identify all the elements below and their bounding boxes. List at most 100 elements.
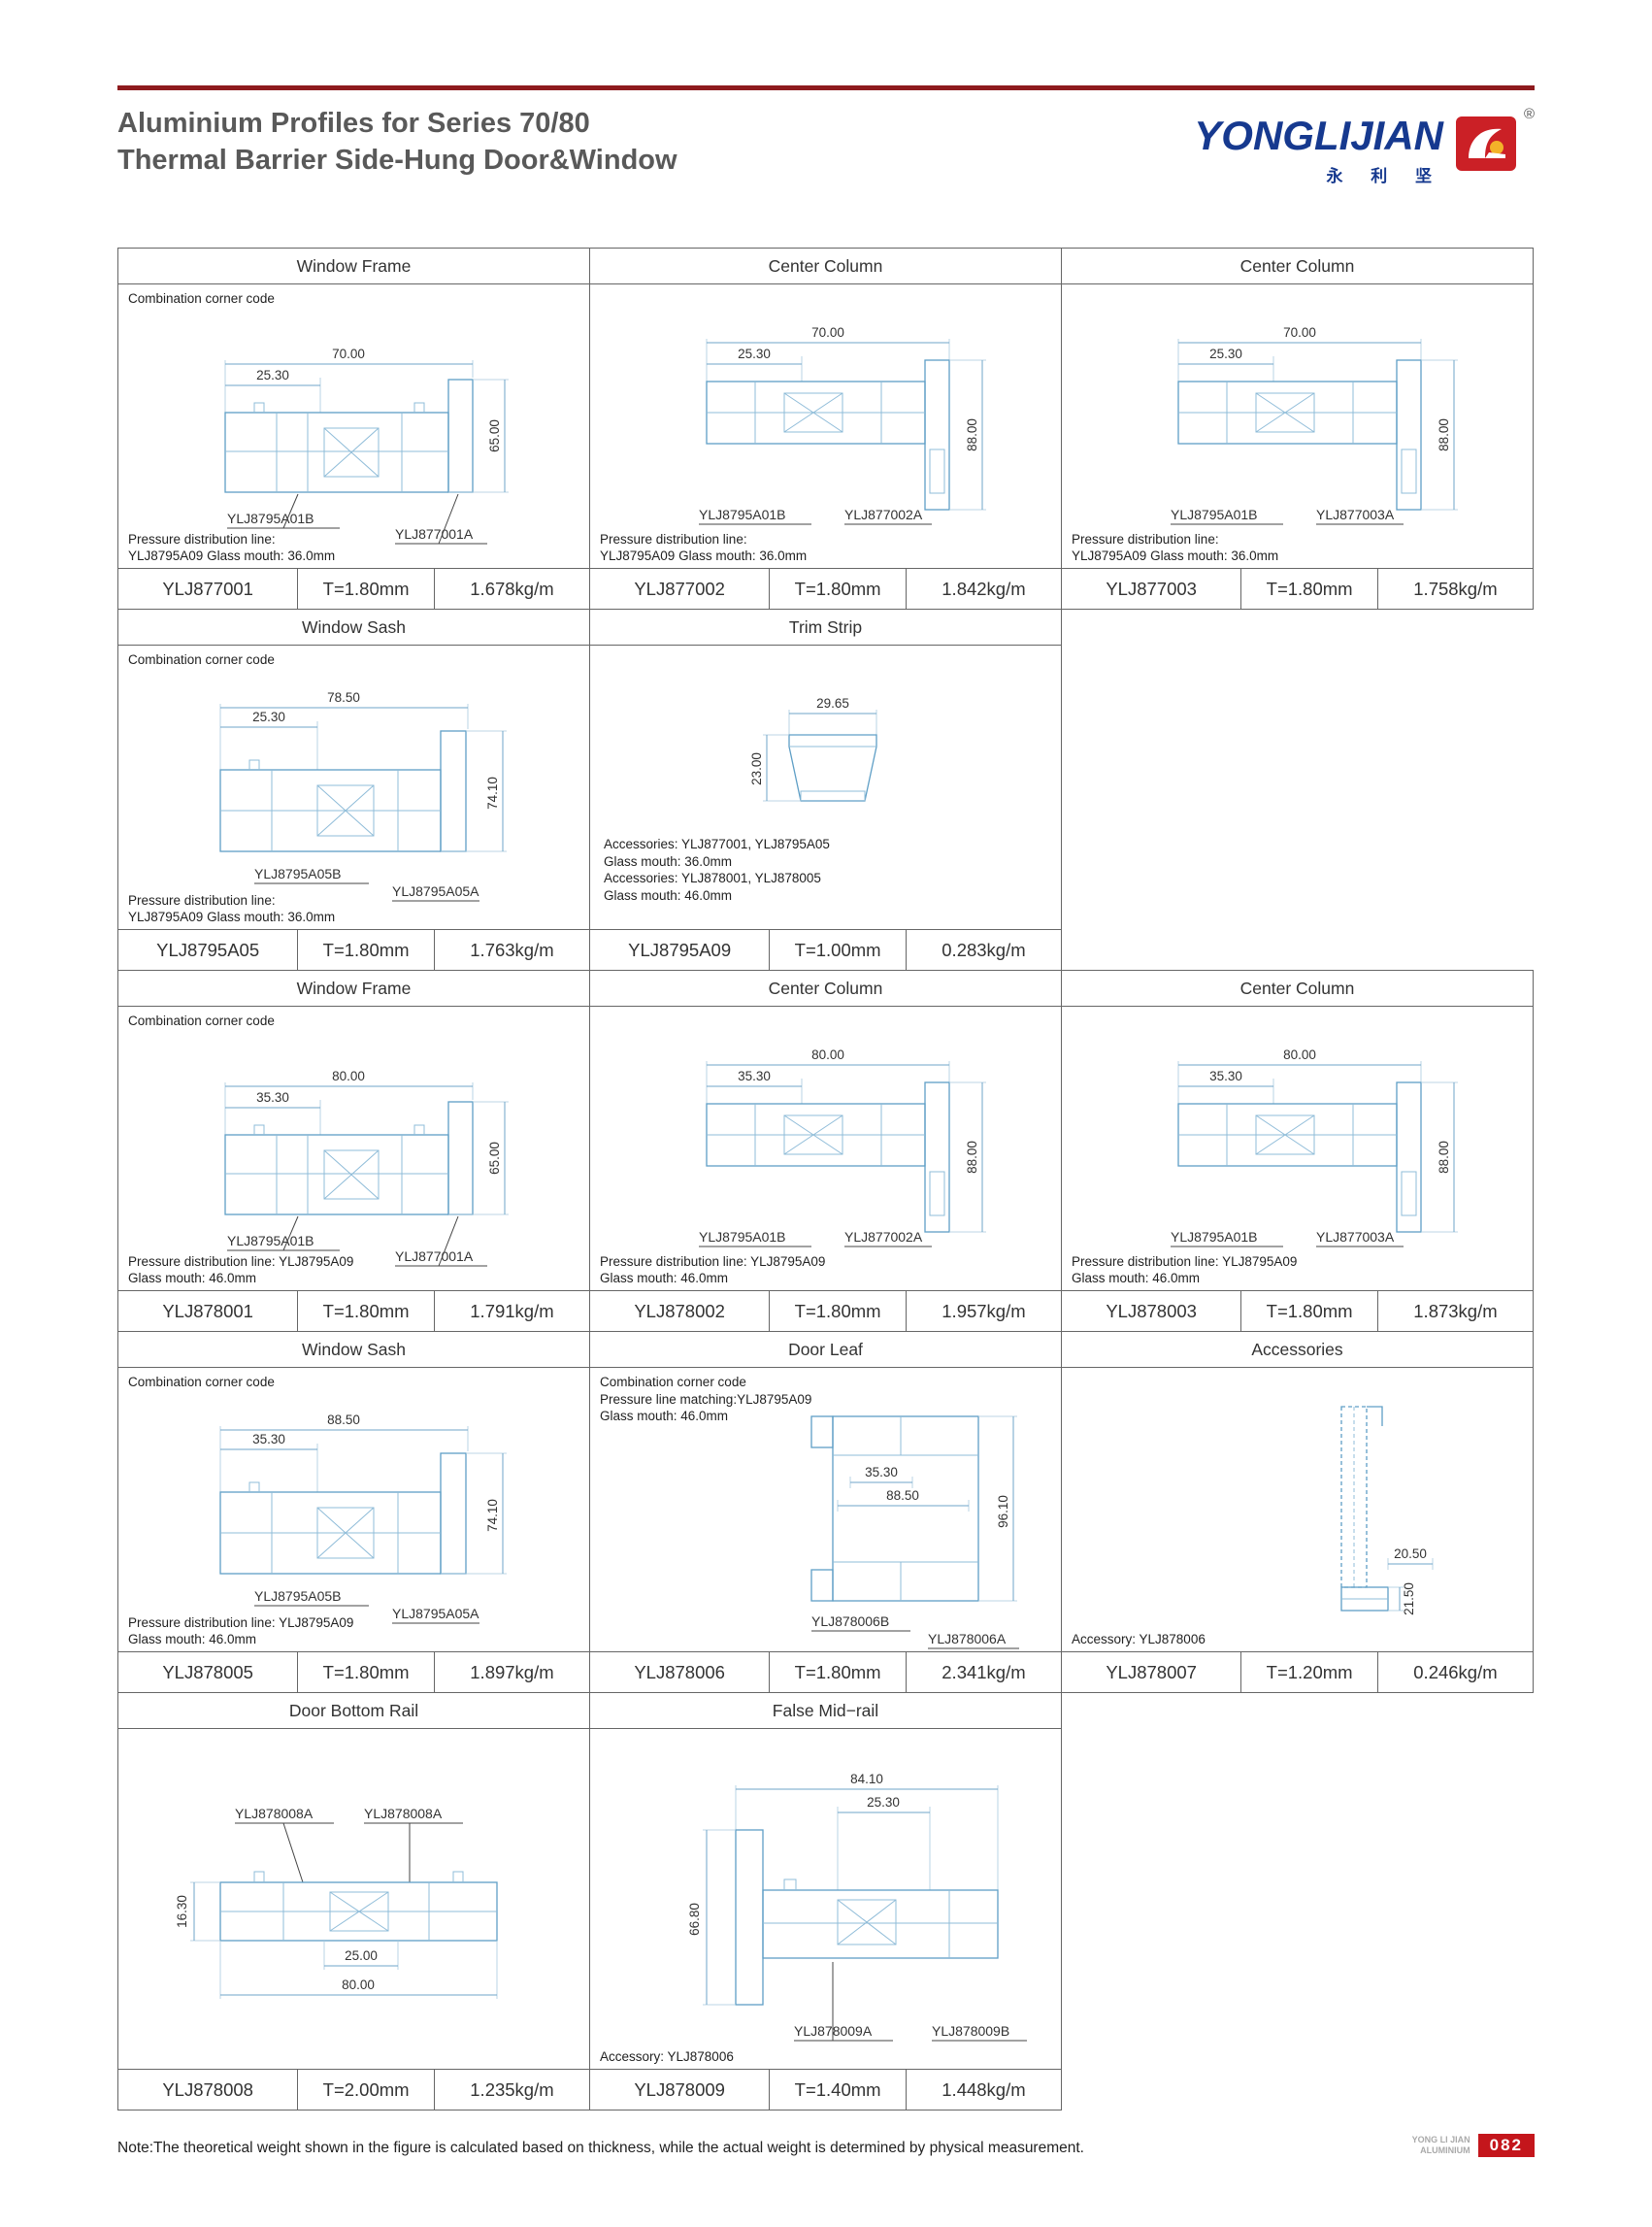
dim-height-label: 88.00 — [965, 418, 979, 451]
dim-height-label: 96.10 — [996, 1495, 1010, 1528]
profile-code: YLJ878008 — [162, 2078, 253, 2100]
cell-ylj877001: Window Frame 70.00 25.30 — [117, 248, 590, 610]
part-label-right: YLJ877002A — [844, 507, 923, 522]
profiles-grid: Window Frame 70.00 25.30 — [117, 248, 1535, 2111]
cell-ylj877003: Center Column 70.00 25.30 — [1061, 248, 1534, 610]
profile-thickness: T=1.80mm — [1240, 1291, 1377, 1331]
page-subtitle: Thermal Barrier Side-Hung Door&Window — [117, 144, 677, 176]
part-label-right: YLJ877002A — [844, 1229, 923, 1245]
cell-ylj878006: Door Leaf 35.30 — [589, 1331, 1062, 1693]
footer-note: Note:The theoretical weight shown in the… — [117, 2140, 1084, 2156]
profile-code: YLJ878001 — [162, 1300, 253, 1321]
profile-code: YLJ877003 — [1106, 578, 1197, 599]
profile-weight: 1.678kg/m — [433, 569, 589, 609]
spec-row: YLJ878009 T=1.40mm 1.448kg/m — [590, 2069, 1061, 2110]
pressure-line-2: Glass mouth: 46.0mm — [128, 1271, 257, 1286]
dim-width-label: 88.50 — [327, 1413, 360, 1427]
pressure-line-2: YLJ8795A09 Glass mouth: 36.0mm — [128, 548, 336, 564]
cell-ylj878005: Window Sash 88.50 35.30 — [117, 1331, 590, 1693]
grid-row-3: Window Frame 80.00 35.30 — [117, 970, 1535, 1332]
profile-thickness: T=1.80mm — [297, 1652, 434, 1692]
profile-drawing-area: 70.00 25.30 88.00 — [1062, 284, 1533, 568]
cell-title: Window Sash — [118, 610, 589, 646]
profile-drawing-area: 78.50 25.30 74.10 — [118, 646, 589, 929]
part-label-left: YLJ8795A01B — [699, 1229, 786, 1245]
grid-row-2: Window Sash 78.50 25.30 — [117, 609, 1535, 971]
dim-width-label: 80.00 — [811, 1047, 844, 1062]
dim-width-label: 78.50 — [327, 690, 360, 705]
accessories-note: Accessories: YLJ877001, YLJ8795A05 Glass… — [604, 836, 830, 904]
profile-drawing-area: 29.65 23.00 Accessories: YLJ877001, YLJ8… — [590, 646, 1061, 929]
pressure-line-1: Pressure distribution line: YLJ8795A09 — [128, 1253, 354, 1269]
profile-weight: 0.283kg/m — [905, 930, 1061, 970]
dim-width-label: 70.00 — [1283, 325, 1316, 340]
corner-code-note: Combination corner code — [128, 652, 275, 667]
dim-inner-label: 35.30 — [252, 1432, 285, 1446]
window-frame-drawing: 70.00 25.30 — [224, 347, 509, 545]
profile-code: YLJ878003 — [1106, 1300, 1197, 1321]
dim-height-label: 74.10 — [485, 1499, 500, 1532]
door-leaf-notes: Combination corner code Pressure line ma… — [600, 1374, 811, 1425]
page-footer: Note:The theoretical weight shown in the… — [117, 2134, 1535, 2157]
profile-drawing-area: 88.50 35.30 74.10 — [118, 1368, 589, 1651]
profile-weight: 1.448kg/m — [905, 2070, 1061, 2110]
brand-text: YONGLIJIAN 永 利 坚 — [1194, 116, 1443, 186]
part-label-left: YLJ8795A05B — [254, 866, 342, 881]
part-label-right: YLJ878008A — [364, 1806, 443, 1821]
spec-row: YLJ877001 T=1.80mm 1.678kg/m — [118, 568, 589, 609]
pressure-line-1: Pressure distribution line: — [128, 892, 276, 908]
part-label-right: YLJ8795A05A — [392, 883, 479, 899]
dim-inner-label: 35.30 — [256, 1090, 289, 1105]
pressure-line-1: Pressure distribution line: — [600, 531, 747, 547]
dim-width-label: 80.00 — [342, 1978, 375, 1992]
door-bottom-rail-drawing: YLJ878008A YLJ878008A — [175, 1806, 498, 1999]
spec-row: YLJ878008 T=2.00mm 1.235kg/m — [118, 2069, 589, 2110]
profile-drawing-area: 20.50 21.50 Accessory: YLJ878006 — [1062, 1368, 1533, 1651]
part-label-left: YLJ8795A01B — [699, 507, 786, 522]
profile-drawing-area: YLJ878008A YLJ878008A — [118, 1729, 589, 2069]
pressure-note: Pressure distribution line: YLJ8795A09 G… — [128, 1253, 353, 1287]
cell-ylj878007: Accessories 20.50 21.50 — [1061, 1331, 1534, 1693]
profile-thickness: T=1.20mm — [1240, 1652, 1377, 1692]
profile-code: YLJ878007 — [1106, 1661, 1197, 1682]
cell-ylj878002: Center Column 80.00 35.30 — [589, 970, 1062, 1332]
spec-row: YLJ877003 T=1.80mm 1.758kg/m — [1062, 568, 1533, 609]
grid-row-4: Window Sash 88.50 35.30 — [117, 1331, 1535, 1693]
pressure-line-1: Pressure distribution line: — [128, 531, 276, 547]
corner-code-note: Combination corner code — [128, 291, 275, 306]
pressure-line-2: YLJ8795A09 Glass mouth: 36.0mm — [1072, 548, 1279, 564]
profile-thickness: T=1.80mm — [297, 1291, 434, 1331]
dim-inner-label: 25.00 — [345, 1948, 378, 1963]
brand-name-chinese: 永 利 坚 — [1326, 167, 1443, 185]
cell-title: Center Column — [590, 971, 1061, 1007]
dim-height-label: 65.00 — [487, 1142, 502, 1175]
part-label-left: YLJ8795A05B — [254, 1588, 342, 1604]
dim-height-label: 65.00 — [487, 419, 502, 452]
center-column-drawing: 70.00 25.30 88.00 — [699, 325, 986, 525]
part-label-right: YLJ877003A — [1316, 507, 1395, 522]
dim-width-label: 70.00 — [811, 325, 844, 340]
cell-title: Trim Strip — [590, 610, 1061, 646]
registered-trademark-icon: ® — [1523, 106, 1535, 122]
dim-inner-label: 35.30 — [865, 1465, 898, 1479]
cell-ylj8795a09: Trim Strip 29.65 23.00 Accessor — [589, 609, 1062, 971]
cell-title: Accessories — [1062, 1332, 1533, 1368]
grid-row-5: Door Bottom Rail YLJ878008A YLJ878008A — [117, 1692, 1535, 2111]
cell-ylj8795a05: Window Sash 78.50 25.30 — [117, 609, 590, 971]
accessories-line-4: Glass mouth: 46.0mm — [604, 887, 733, 903]
spec-row: YLJ878003 T=1.80mm 1.873kg/m — [1062, 1290, 1533, 1331]
profile-code: YLJ8795A09 — [628, 939, 732, 960]
spec-row: YLJ8795A05 T=1.80mm 1.763kg/m — [118, 929, 589, 970]
brand-name: YONGLIJIAN — [1194, 113, 1443, 158]
profile-thickness: T=1.80mm — [769, 1652, 906, 1692]
profile-code: YLJ877001 — [162, 578, 253, 599]
dim-height-label: 21.50 — [1402, 1582, 1416, 1615]
dim-height-label: 16.30 — [175, 1895, 189, 1928]
part-label-right: YLJ8795A05A — [392, 1606, 479, 1621]
center-column-drawing: 70.00 25.30 88.00 — [1171, 325, 1458, 525]
accessory-drawing: 20.50 21.50 — [1340, 1406, 1434, 1615]
dim-width-label: 20.50 — [1394, 1546, 1427, 1561]
cell-title: False Mid−rail — [590, 1693, 1061, 1729]
pressure-note: Pressure distribution line: YLJ8795A09 G… — [128, 1614, 353, 1648]
profile-drawing-area: 80.00 35.30 88.00 — [1062, 1007, 1533, 1290]
